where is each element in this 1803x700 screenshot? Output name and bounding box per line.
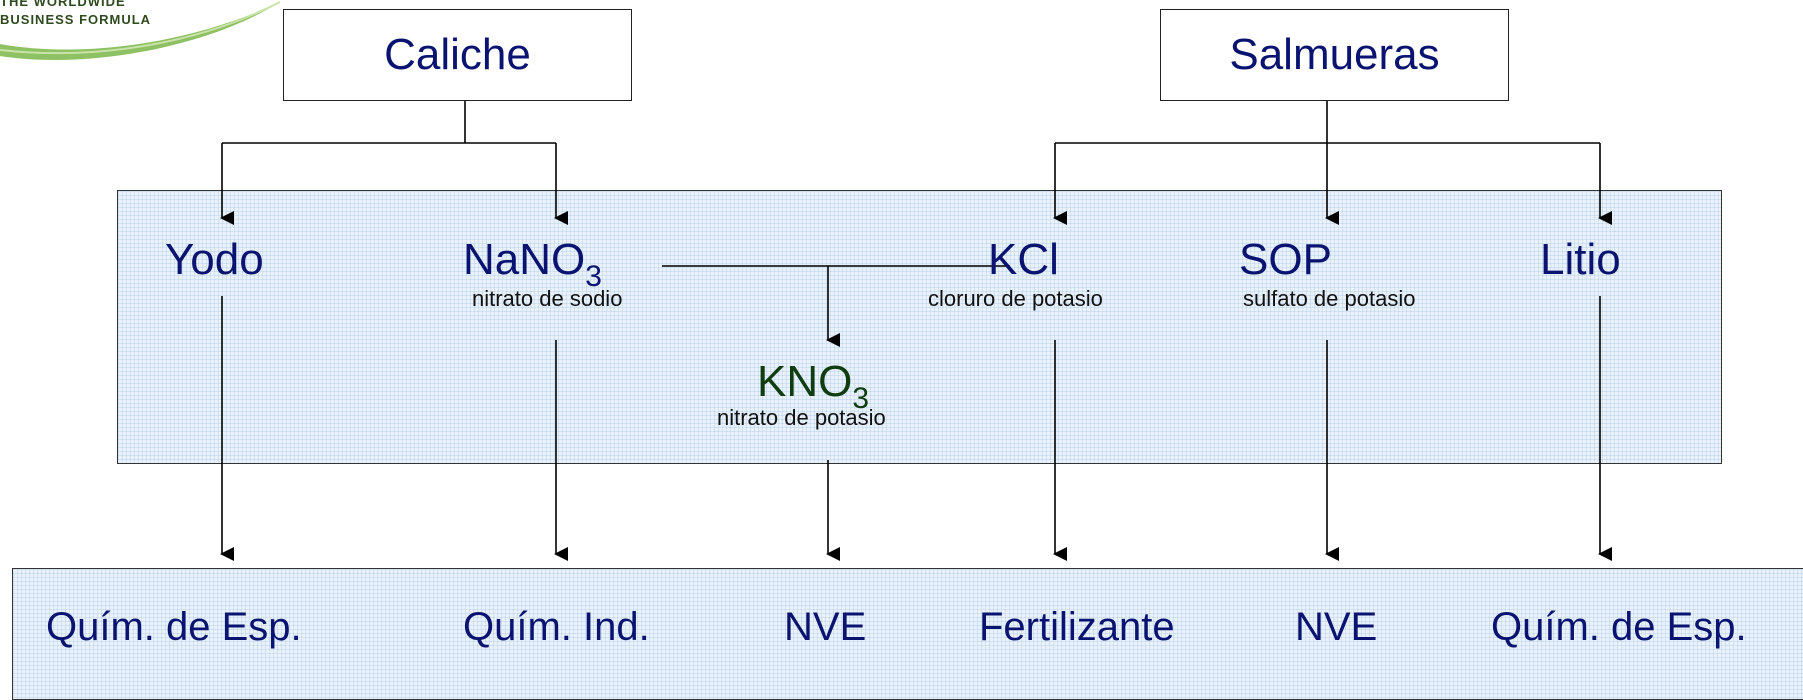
market-nve-1: NVE xyxy=(784,605,867,649)
source-caliche-box: Caliche xyxy=(283,9,632,101)
product-nano3: NaNO3 xyxy=(463,235,602,292)
company-logo: THE WORLDWIDE BUSINESS FORMULA xyxy=(0,0,290,62)
markets-panel xyxy=(12,568,1803,700)
product-kno3-formula: KNO xyxy=(757,357,853,406)
product-sop: SOP xyxy=(1239,235,1332,284)
logo-line-1: THE WORLDWIDE xyxy=(0,0,126,9)
market-nve-2: NVE xyxy=(1295,605,1378,649)
products-panel xyxy=(117,190,1722,464)
logo-line-2: BUSINESS FORMULA xyxy=(0,12,152,27)
product-kno3-subscript: 3 xyxy=(852,382,870,415)
product-kcl-description: cloruro de potasio xyxy=(928,286,1103,311)
product-nano3-description: nitrato de sodio xyxy=(472,286,623,311)
market-fertilizante: Fertilizante xyxy=(979,605,1175,649)
product-kno3-description: nitrato de potasio xyxy=(717,405,886,430)
product-sop-description: sulfato de potasio xyxy=(1243,286,1416,311)
source-salmueras-label: Salmueras xyxy=(1229,30,1440,79)
product-nano3-subscript: 3 xyxy=(585,260,602,293)
product-yodo: Yodo xyxy=(165,235,264,284)
product-kno3: KNO3 xyxy=(757,357,869,414)
market-quim-ind: Quím. Ind. xyxy=(463,605,650,649)
source-salmueras-box: Salmueras xyxy=(1160,9,1509,101)
market-quim-esp-1: Quím. de Esp. xyxy=(46,605,302,649)
product-litio: Litio xyxy=(1540,235,1621,284)
market-quim-esp-2: Quím. de Esp. xyxy=(1491,605,1747,649)
source-caliche-label: Caliche xyxy=(384,30,531,79)
product-nano3-formula: NaNO xyxy=(463,235,586,284)
product-kcl: KCl xyxy=(988,235,1059,284)
logo-swoosh-icon xyxy=(0,1,281,60)
